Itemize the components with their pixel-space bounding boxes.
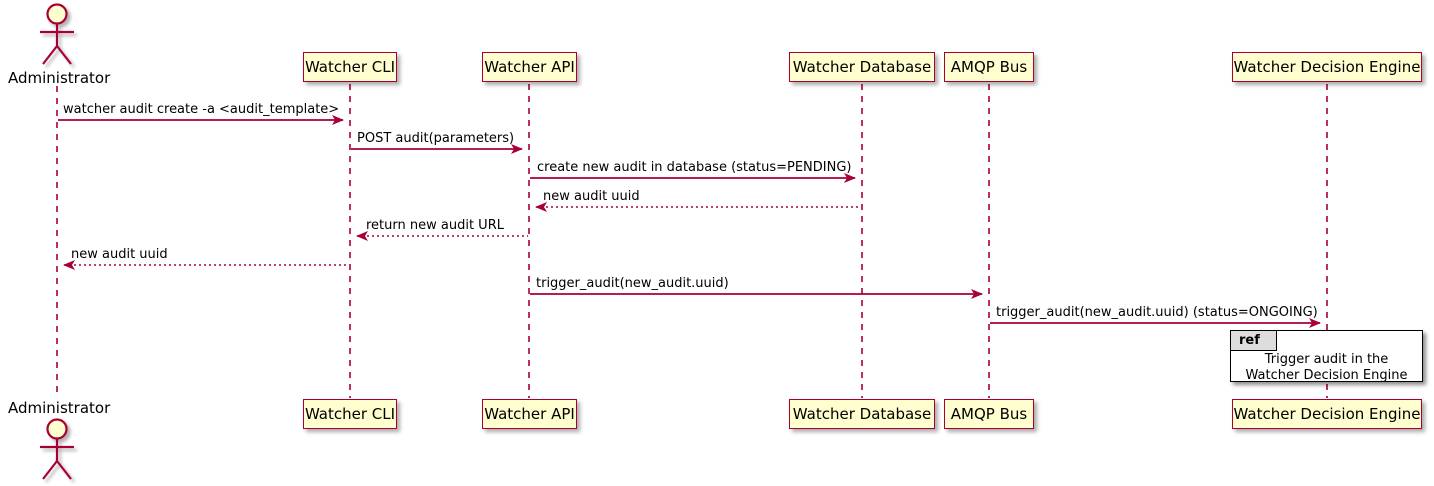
actor-administrator-bottom-icon	[40, 418, 74, 480]
message-label-8: trigger_audit(new_audit.uuid) (status=ON…	[996, 305, 1318, 320]
participant-header-amqp-bus[interactable]: AMQP Bus	[944, 52, 1034, 82]
participant-footer-watcher-database[interactable]: Watcher Database	[789, 399, 935, 429]
participant-footer-watcher-api[interactable]: Watcher API	[482, 399, 577, 429]
participant-header-watcher-cli-label: Watcher CLI	[304, 58, 396, 76]
actor-label-administrator-top: Administrator	[8, 69, 111, 87]
participant-header-watcher-api[interactable]: Watcher API	[482, 52, 577, 82]
lifelines	[56, 84, 1328, 398]
participant-footer-watcher-api-label: Watcher API	[484, 405, 575, 423]
participant-header-watcher-decision-engine[interactable]: Watcher Decision Engine	[1232, 52, 1422, 82]
message-label-7: trigger_audit(new_audit.uuid)	[536, 276, 729, 291]
participant-header-watcher-database[interactable]: Watcher Database	[789, 52, 935, 82]
ref-fragment-tag: ref	[1231, 331, 1277, 351]
participant-footer-watcher-decision-engine-label: Watcher Decision Engine	[1233, 405, 1421, 423]
ref-fragment[interactable]: ref Trigger audit in the Watcher Decisio…	[1230, 330, 1423, 384]
participant-footer-amqp-bus-label: AMQP Bus	[950, 405, 1028, 423]
ref-fragment-line-1: Trigger audit in the	[1264, 352, 1389, 367]
message-arrows	[58, 115, 1321, 328]
message-label-3: create new audit in database (status=PEN…	[537, 160, 852, 175]
participant-header-watcher-decision-engine-label: Watcher Decision Engine	[1233, 58, 1421, 76]
participant-header-amqp-bus-label: AMQP Bus	[950, 58, 1028, 76]
participant-footer-watcher-cli[interactable]: Watcher CLI	[303, 399, 397, 429]
participant-footer-watcher-cli-label: Watcher CLI	[304, 405, 396, 423]
message-label-2: POST audit(parameters)	[357, 131, 515, 146]
participant-footer-watcher-database-label: Watcher Database	[792, 405, 932, 423]
participant-header-watcher-database-label: Watcher Database	[792, 58, 932, 76]
ref-fragment-body: Trigger audit in the Watcher Decision En…	[1231, 352, 1422, 384]
participant-footer-watcher-decision-engine[interactable]: Watcher Decision Engine	[1232, 399, 1422, 429]
message-label-1: watcher audit create -a <audit_template>	[63, 102, 340, 117]
ref-fragment-line-2: Watcher Decision Engine	[1245, 368, 1408, 383]
actor-label-administrator-bottom: Administrator	[8, 399, 111, 417]
participant-header-watcher-api-label: Watcher API	[484, 58, 575, 76]
actor-administrator-top-icon	[40, 3, 74, 65]
message-label-4: new audit uuid	[543, 189, 640, 204]
message-label-5: return new audit URL	[366, 218, 504, 233]
message-label-6: new audit uuid	[71, 247, 168, 262]
participant-header-watcher-cli[interactable]: Watcher CLI	[303, 52, 397, 82]
participant-footer-amqp-bus[interactable]: AMQP Bus	[944, 399, 1034, 429]
